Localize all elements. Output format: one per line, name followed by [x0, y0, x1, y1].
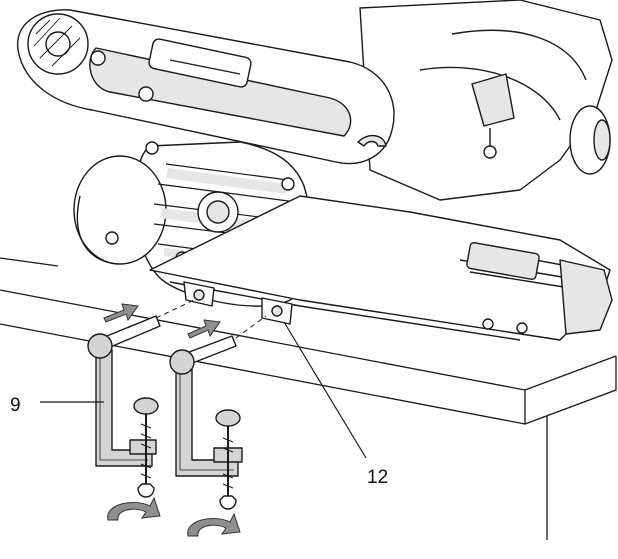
frame-screw — [90, 50, 106, 66]
base-plate — [149, 195, 611, 341]
clamp-jaw-left — [129, 439, 157, 455]
grille-hub-inner — [206, 200, 230, 224]
rotate-arrow-icon — [187, 512, 241, 537]
leader-lines — [40, 321, 367, 459]
belt-inner — [89, 47, 352, 137]
tracking-knob-arrow — [357, 135, 387, 147]
screw-clamp-left — [87, 315, 161, 498]
clamp-bar-right-shade — [179, 372, 234, 471]
base-rear — [559, 259, 613, 335]
frame-slot-inner — [169, 59, 241, 75]
screw-clamp-right — [169, 335, 243, 510]
belt-sander — [17, 0, 613, 341]
clamp-handle-right — [219, 495, 237, 510]
front-roller-hub — [45, 31, 71, 57]
side-handle-end — [593, 119, 611, 161]
clamp-handle-left — [137, 483, 155, 498]
screw-thread-left — [140, 423, 152, 479]
release-lever — [471, 73, 515, 127]
callout-label-9: 9 — [10, 395, 21, 416]
clamp-pad-left — [133, 397, 159, 415]
grip-pad — [466, 242, 540, 280]
table-front-face — [0, 323, 526, 425]
rotate-arrow-icon — [107, 496, 161, 521]
lever-pin-head — [483, 145, 497, 159]
leader-line-12 — [283, 321, 367, 459]
clamp-pin-end-left — [87, 333, 113, 359]
frame-screw-2 — [138, 86, 154, 102]
clamp-pin-end-right — [169, 349, 195, 375]
front-cap — [73, 155, 167, 265]
cap-hole — [105, 231, 119, 245]
base-screw-2 — [516, 322, 528, 334]
front-cap-edge — [76, 195, 119, 265]
callout-label-12: 12 — [367, 467, 389, 488]
screw-thread-right — [222, 437, 234, 489]
roller-hatching — [33, 17, 81, 67]
grille-screw-tr — [281, 177, 295, 191]
table-top-front-edge — [0, 289, 526, 391]
table-side-face — [524, 356, 617, 425]
mount-hole-left — [193, 289, 205, 301]
table-top-right-edge — [524, 355, 617, 391]
table-top-back-edge — [0, 257, 59, 267]
push-arrow-icon — [103, 303, 139, 323]
push-arrow-icon — [187, 319, 221, 339]
mount-hole-right — [271, 305, 283, 317]
base-screw — [482, 318, 494, 330]
clamp-pad-right — [215, 409, 241, 427]
clamp-bar-left-shade — [99, 356, 148, 461]
insertion-guides — [155, 299, 267, 339]
frame-slot — [148, 38, 252, 88]
grille-screw-tl — [145, 141, 159, 155]
housing-contour — [451, 29, 587, 81]
